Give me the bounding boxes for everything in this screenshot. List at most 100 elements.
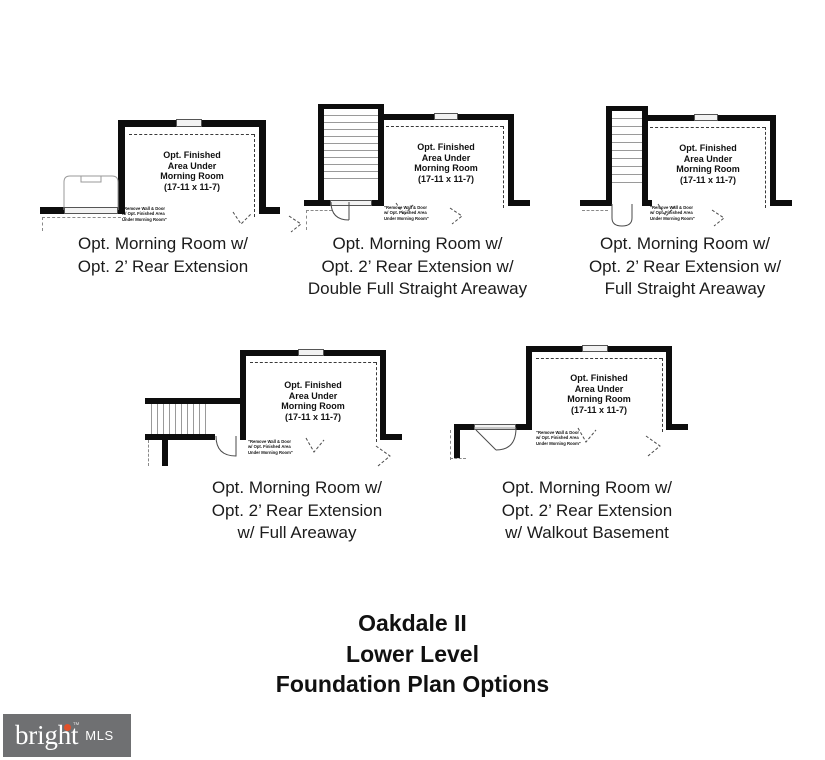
room-label-line1: Opt. Finished: [163, 150, 221, 160]
plan-4-wall-right: [380, 350, 386, 440]
plan-3-window-top: [694, 114, 718, 121]
plan-5-caption-line1: Opt. Morning Room w/: [501, 478, 673, 497]
title-line-model: Oakdale II: [358, 610, 467, 636]
plan-5-dash-far-left: [450, 430, 451, 460]
bright-dot-icon: [64, 724, 72, 731]
plan-1-dash-bottom-left: [42, 217, 126, 218]
plan-4-room-label: Opt. Finished Area Under Morning Room (1…: [240, 380, 386, 422]
note-line3: Under Morning Room": [536, 440, 581, 446]
plan-4-door-swings: [215, 435, 391, 467]
plan-4-areaway-landing: [211, 404, 240, 434]
room-label-dims: (17-11 x 11-7): [570, 404, 628, 415]
note-line3: Under Morning Room": [248, 449, 293, 455]
plan-5-wall-lower-left-stub: [454, 424, 474, 430]
room-label-line3: Morning Room: [567, 394, 631, 405]
title-line-subject: Foundation Plan Options: [275, 671, 550, 698]
plan-1-room-label: Opt. Finished Area Under Morning Room (1…: [118, 150, 266, 192]
plan-5-caption-line3: w/ Walkout Basement: [505, 523, 669, 543]
plan-1: Opt. Finished Area Under Morning Room (1…: [30, 110, 310, 233]
room-label-line2: Area Under: [683, 153, 733, 164]
plan-5-wall-right: [666, 346, 672, 430]
plan-5: Opt. Finished Area Under Morning Room (1…: [440, 340, 700, 470]
plan-1-dash-right: [254, 134, 255, 217]
plan-4-dash-far-left: [148, 440, 149, 466]
room-label-line1: Opt. Finished: [679, 143, 737, 153]
plan-2-areaway-wall-left: [318, 104, 324, 206]
plan-3-areaway-wall-left: [606, 106, 612, 206]
plan-1-bay-projection: [63, 175, 119, 210]
plan-4-wall-lower-right: [380, 434, 402, 440]
plan-1-wall-lower-right: [259, 207, 280, 214]
plan-5-window-top: [582, 345, 608, 352]
plan-1-door-swings: [232, 211, 302, 233]
plan-2-wall-lower-mid: [372, 200, 384, 206]
plan-5-caption: Opt. Morning Room w/ Opt. 2’ Rear Extens…: [462, 477, 712, 545]
trademark-icon: ™: [72, 722, 80, 729]
plan-2-areaway-wall-top: [318, 104, 384, 109]
plan-2-dash-far-left: [306, 210, 307, 230]
room-label-line2: Area Under: [421, 152, 471, 163]
plan-2-caption: Opt. Morning Room w/ Opt. 2’ Rear Extens…: [290, 233, 545, 301]
plan-2-remove-wall-note: "Remove Wall & Door w/ Opt. Finished Are…: [384, 205, 429, 221]
note-line1: "Remove Wall & Door: [536, 430, 580, 435]
room-label-line2: Area Under: [574, 383, 624, 394]
mls-label: MLS: [85, 728, 114, 743]
plan-1-caption-line1: Opt. Morning Room w/: [77, 234, 249, 253]
note-line1: "Remove Wall & Door: [650, 205, 694, 210]
plan-3-door-swings: [611, 203, 725, 227]
note-line1: "Remove Wall & Door: [248, 439, 292, 444]
plan-4-areaway-wall-left: [162, 436, 168, 466]
plan-4-remove-wall-note: "Remove Wall & Door w/ Opt. Finished Are…: [248, 439, 293, 455]
room-label-dims: (17-11 x 11-7): [284, 411, 342, 422]
plan-4-caption-line2: Opt. 2’ Rear Extension: [211, 500, 383, 520]
plan-4-caption-line3: w/ Full Areaway: [237, 523, 357, 543]
plan-4-caption: Opt. Morning Room w/ Opt. 2’ Rear Extens…: [172, 477, 422, 545]
plan-2-areaway-wall-right: [378, 104, 384, 206]
plan-2-caption-line2: Opt. 2’ Rear Extension w/: [321, 256, 514, 276]
note-line2: w/ Opt. Finished Area: [384, 210, 427, 216]
plan-2-caption-line1: Opt. Morning Room w/: [332, 234, 503, 253]
note-line2: w/ Opt. Finished Area: [122, 211, 165, 217]
plan-3-caption-line1: Opt. Morning Room w/: [599, 234, 771, 253]
room-label-line3: Morning Room: [160, 171, 224, 182]
plan-2-door-swings: [330, 201, 463, 225]
plan-5-caption-line2: Opt. 2’ Rear Extension: [501, 500, 673, 520]
note-line2: w/ Opt. Finished Area: [536, 435, 579, 441]
room-label-dims: (17-11 x 11-7): [163, 181, 221, 192]
plan-5-remove-wall-note: "Remove Wall & Door w/ Opt. Finished Are…: [536, 430, 581, 446]
title-block: Oakdale II Lower Level Foundation Plan O…: [0, 608, 825, 700]
note-line3: Under Morning Room": [650, 215, 695, 221]
plan-5-wall-lower-mid-stub: [516, 424, 532, 430]
plan-2-wall-right: [508, 114, 514, 206]
room-label-line2: Area Under: [288, 390, 338, 401]
plan-4-wall-left: [240, 350, 246, 440]
plan-2: Opt. Finished Area Under Morning Room (1…: [300, 100, 560, 232]
room-label-line1: Opt. Finished: [417, 142, 475, 152]
plan-3-wall-lower-right: [770, 200, 792, 206]
plan-1-dash-top: [129, 134, 254, 135]
plan-5-wall-lower-right: [666, 424, 688, 430]
plan-3-areaway-wall-top: [606, 106, 648, 111]
plan-2-wall-lower-right: [508, 200, 530, 206]
plan-3-wall-right: [770, 115, 776, 206]
plan-4-areaway-stairs: [145, 404, 211, 434]
plan-3-areaway-stairs: [612, 111, 642, 191]
plan-2-room-label: Opt. Finished Area Under Morning Room (1…: [378, 142, 514, 184]
plan-4-caption-line1: Opt. Morning Room w/: [211, 478, 383, 497]
plan-4-dash-right: [376, 362, 377, 442]
plan-5-dash-bottom: [450, 458, 466, 459]
plan-3-wall-lower-mid: [642, 200, 652, 206]
plan-2-dash-top: [386, 126, 503, 127]
plan-4-window-top: [298, 349, 324, 356]
plan-3-dash-bottom-left: [582, 210, 608, 211]
plan-2-window-top: [434, 113, 458, 120]
plan-2-caption-line3: Double Full Straight Areaway: [307, 279, 528, 299]
title-line-level: Lower Level: [346, 640, 479, 667]
plan-3-room-label: Opt. Finished Area Under Morning Room (1…: [640, 143, 776, 185]
plan-3-dash-top: [650, 127, 765, 128]
plan-2-dash-right: [503, 126, 504, 208]
plan-2-wall-lower-left: [304, 200, 330, 206]
plan-1-caption: Opt. Morning Room w/ Opt. 2’ Rear Extens…: [38, 233, 288, 278]
plan-1-wall-left: [118, 120, 125, 214]
